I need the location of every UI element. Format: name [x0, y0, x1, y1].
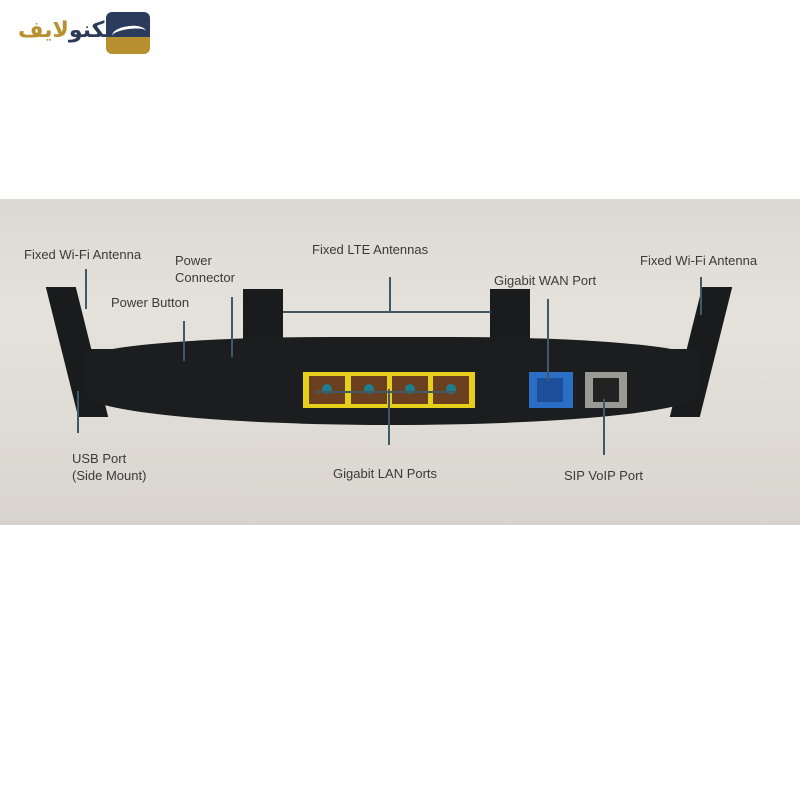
- logo-text-gold: لایف: [18, 18, 69, 43]
- label-usb-port-line2: (Side Mount): [72, 468, 147, 483]
- lan-port-2: [351, 376, 387, 404]
- logo-text-dark: تکنو: [68, 18, 113, 43]
- lan-port-4: [433, 376, 469, 404]
- lan-ports: [303, 372, 475, 408]
- brand-logo[interactable]: تکنولایف: [18, 10, 150, 56]
- label-wan-port: Gigabit WAN Port: [494, 273, 597, 288]
- router-rear-panel-photo: Fixed Wi-Fi Antenna Power Connector Powe…: [0, 199, 800, 525]
- sip-port: [585, 372, 627, 408]
- logo-badge-icon: [106, 12, 150, 54]
- label-power-button: Power Button: [111, 295, 190, 310]
- label-lte-antennas: Fixed LTE Antennas: [312, 242, 429, 257]
- label-usb-port-line1: USB Port: [72, 451, 127, 466]
- wan-port: [529, 372, 573, 408]
- label-wifi-antenna-right: Fixed Wi-Fi Antenna: [640, 253, 758, 268]
- label-power-connector-line1: Power: [175, 253, 212, 268]
- label-wifi-antenna-left: Fixed Wi-Fi Antenna: [24, 247, 142, 262]
- label-power-connector-line2: Connector: [175, 270, 235, 285]
- label-sip-voip-port: SIP VoIP Port: [564, 468, 644, 483]
- lan-port-3: [392, 376, 428, 404]
- label-lan-ports: Gigabit LAN Ports: [333, 466, 438, 481]
- logo-wordmark: تکنولایف: [18, 18, 113, 43]
- lan-port-1: [309, 376, 345, 404]
